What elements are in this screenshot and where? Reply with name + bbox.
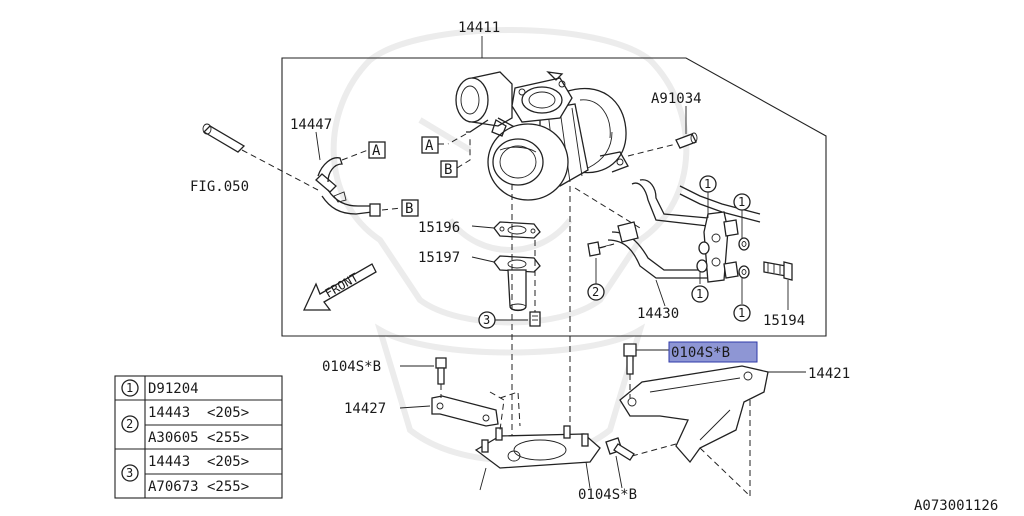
ref-tag-a-turbo-text: A bbox=[425, 138, 434, 154]
breather-hose bbox=[202, 123, 403, 217]
callout-fig050: FIG.050 bbox=[190, 179, 249, 195]
ref-tag-b-right-text: B bbox=[405, 201, 413, 217]
svg-text:2: 2 bbox=[592, 285, 599, 299]
circle-2: 2 bbox=[587, 283, 605, 301]
reference-id: A073001126 bbox=[914, 498, 998, 512]
svg-text:1: 1 bbox=[704, 177, 711, 191]
turbocharger-illustration bbox=[447, 71, 629, 201]
gasket-15196 bbox=[471, 221, 541, 239]
callout-14447: 14447 bbox=[290, 117, 332, 133]
callout-14427: 14427 bbox=[344, 401, 386, 417]
ref-tag-a-right: A bbox=[368, 141, 386, 159]
callout-15197: 15197 bbox=[418, 250, 460, 266]
assembly-frame bbox=[281, 57, 827, 337]
svg-text:1: 1 bbox=[696, 287, 703, 301]
ref-tag-a-right-text: A bbox=[372, 143, 381, 159]
callout-14430: 14430 bbox=[637, 306, 679, 322]
svg-text:1: 1 bbox=[738, 195, 745, 209]
front-direction-arrow: FRONT bbox=[302, 263, 377, 311]
ref-tag-b-right: B bbox=[401, 199, 419, 217]
legend-row-3-line-1: 14443 <205> bbox=[148, 454, 249, 470]
callout-15194: 15194 bbox=[763, 313, 805, 329]
circle-3: 3 bbox=[478, 311, 496, 329]
legend-row-3-line-2: A70673 <255> bbox=[148, 479, 249, 495]
callout-bolt-highlighted[interactable]: 0104S*B bbox=[671, 345, 730, 361]
legend-row-1-line-1: D91204 bbox=[148, 381, 199, 397]
bracket-14421 bbox=[605, 343, 806, 497]
oil-drain-pipe-15197 bbox=[471, 255, 541, 312]
svg-text:3: 3 bbox=[483, 313, 490, 327]
callout-14421: 14421 bbox=[808, 366, 850, 382]
oil-pipe-fitting bbox=[627, 106, 698, 157]
legend-row-2-line-1: 14443 <205> bbox=[148, 405, 249, 421]
legend-table: 1 D91204 2 14443 <205> A30605 <255> 3 14… bbox=[114, 375, 283, 499]
legend-row-2-line-2: A30605 <255> bbox=[148, 430, 249, 446]
ref-tag-b-turbo-text: B bbox=[444, 162, 452, 178]
callout-14411: 14411 bbox=[458, 20, 500, 36]
legend-key-1: 1 bbox=[126, 381, 133, 395]
circle-1-mid: 1 bbox=[691, 285, 709, 303]
base-plate bbox=[474, 391, 601, 491]
ref-tag-b-turbo: B bbox=[440, 136, 471, 178]
legend-key-2: 2 bbox=[126, 417, 133, 431]
callout-bolt-bottom: 0104S*B bbox=[578, 487, 637, 503]
highlight-box bbox=[668, 341, 758, 363]
callout-15196: 15196 bbox=[418, 220, 460, 236]
bracket-14427 bbox=[399, 357, 499, 427]
callout-a91034: A91034 bbox=[651, 91, 702, 107]
circle-1-bottom: 1 bbox=[733, 304, 751, 322]
svg-text:1: 1 bbox=[738, 306, 745, 320]
circle-1-top: 1 bbox=[699, 175, 717, 193]
circle-1-right: 1 bbox=[733, 193, 751, 211]
front-label: FRONT bbox=[323, 270, 361, 300]
ref-tag-a-turbo: A bbox=[421, 136, 448, 154]
legend-key-3: 3 bbox=[126, 466, 133, 480]
coolant-pipes-14430 bbox=[574, 179, 793, 310]
callout-bolt-left: 0104S*B bbox=[322, 359, 381, 375]
